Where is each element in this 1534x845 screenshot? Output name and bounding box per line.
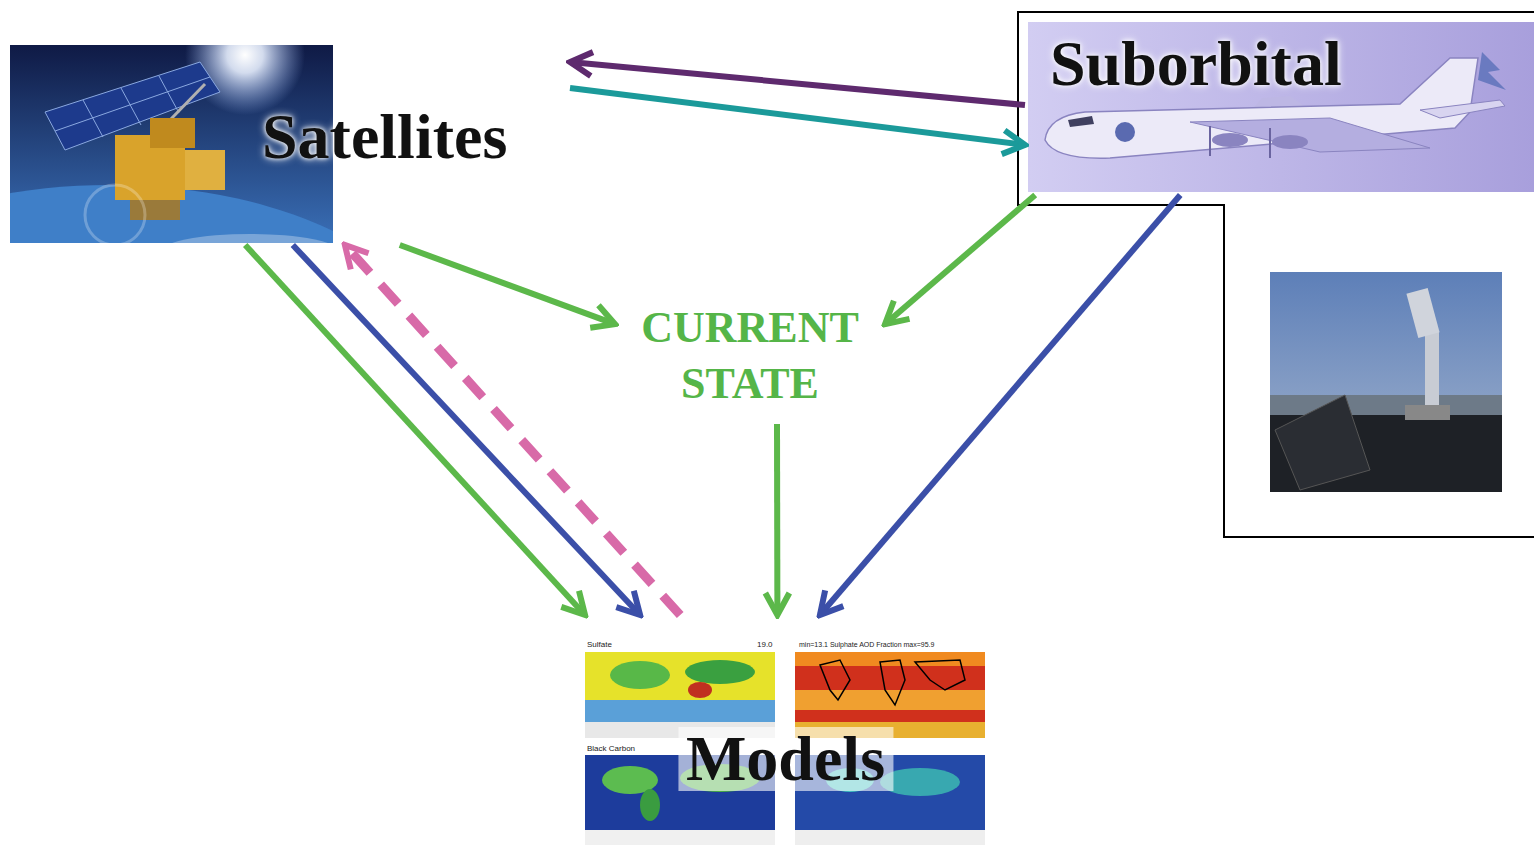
map-blob	[688, 682, 712, 698]
horizon	[1270, 395, 1502, 415]
propeller	[1209, 126, 1211, 156]
connector-arrow	[245, 245, 585, 615]
engine	[1212, 133, 1248, 147]
map-title: Black Carbon	[587, 745, 635, 754]
map-band	[795, 690, 985, 710]
map-band	[585, 830, 775, 845]
node-title: Satellites	[262, 105, 507, 169]
group-bracket	[1018, 12, 1534, 537]
model-maps	[585, 640, 985, 845]
instrument-base	[1405, 405, 1450, 420]
cockpit-window	[1068, 116, 1094, 127]
node-title: Suborbital	[1050, 32, 1342, 96]
map-strip	[795, 640, 985, 652]
connector-arrow	[570, 88, 1025, 145]
satellite-mast	[170, 84, 205, 120]
satellite-body	[130, 200, 180, 220]
satellites-box: Satellites	[10, 45, 570, 245]
lens-flare	[85, 185, 145, 243]
satellite-body	[150, 118, 195, 148]
node-title: CURRENT STATE	[615, 296, 885, 416]
map-band	[795, 830, 985, 845]
connector-arrow	[293, 245, 640, 615]
map-blob	[610, 661, 670, 689]
cloud	[160, 234, 333, 243]
map-blob	[685, 660, 755, 684]
map-title: Sulfate	[587, 641, 612, 650]
node-title: Models	[678, 727, 893, 791]
connector-arrow	[885, 195, 1035, 324]
connector-arrow	[345, 245, 680, 615]
engine	[1272, 135, 1308, 149]
map-band	[585, 700, 775, 722]
ground-instrument-photo	[1270, 272, 1502, 492]
satellite-body	[185, 150, 225, 190]
connector-arrow	[820, 195, 1180, 615]
sky-ground	[1028, 22, 1534, 192]
aircraft-stabilizer	[1420, 100, 1505, 118]
map-blob	[640, 789, 660, 821]
instrument-pole	[1425, 330, 1439, 410]
connector-arrow	[774, 424, 780, 615]
coastline	[820, 660, 965, 705]
tail-logo	[1478, 52, 1506, 90]
suborbital-box: Suborbital	[1025, 20, 1534, 195]
map-strip	[585, 640, 775, 652]
map-title: min=13.1 Sulphate AOD Fraction max=95.9	[799, 641, 934, 649]
aircraft-picture	[1028, 22, 1534, 192]
models-box: Models	[583, 615, 988, 845]
connector-arrow	[400, 245, 615, 324]
map-value: 19.0	[757, 641, 773, 650]
aircraft-logo	[1115, 122, 1135, 142]
photo-sky	[1270, 272, 1502, 492]
aircraft-wing	[1190, 118, 1430, 152]
sulfate-map	[585, 652, 775, 738]
propeller	[1269, 128, 1271, 158]
state-node: CURRENT STATE	[615, 296, 885, 424]
instrument-telescope	[1406, 288, 1439, 338]
instrument-box	[1275, 395, 1370, 490]
fraction-map	[795, 652, 985, 738]
